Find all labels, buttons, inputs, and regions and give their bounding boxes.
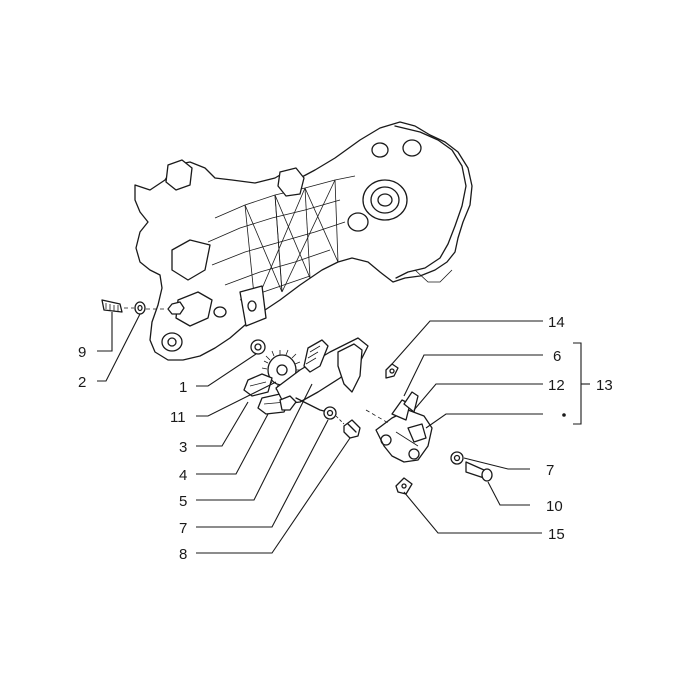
leader-4 xyxy=(196,413,269,475)
part-8-screw xyxy=(343,419,361,439)
callout-7-right: 7 xyxy=(546,462,554,479)
part-9-bolt xyxy=(101,299,123,313)
leader-2 xyxy=(97,313,141,382)
part-12-bracket xyxy=(375,391,433,463)
bracket-13 xyxy=(573,342,582,425)
leader-5 xyxy=(196,383,313,501)
part-10-bolt xyxy=(465,461,493,482)
part-14-clip xyxy=(385,363,399,379)
leader-13-dot xyxy=(562,413,566,417)
callout-2: 2 xyxy=(78,374,86,391)
leader-10 xyxy=(487,481,530,506)
leader-11 xyxy=(196,381,277,417)
leader-14 xyxy=(391,320,543,365)
leader-15 xyxy=(403,491,542,534)
callout-14: 14 xyxy=(548,314,565,331)
callout-11: 11 xyxy=(170,409,186,426)
callout-labels: 9 2 1 11 3 4 5 7 8 14 6 12 13 7 10 15 xyxy=(78,314,613,563)
callout-10: 10 xyxy=(546,498,563,515)
leader-lines xyxy=(97,312,590,554)
part-3-pinion xyxy=(243,373,273,397)
leader-12 xyxy=(413,383,543,411)
assembly-axis-center xyxy=(335,415,345,425)
leader-8 xyxy=(196,437,351,554)
assembly-axis-left xyxy=(124,307,166,310)
part-5-lever xyxy=(275,337,369,415)
leader-7b xyxy=(463,457,530,470)
assembly-axis-right xyxy=(365,409,391,425)
part-15-clip xyxy=(395,477,413,495)
crankcase-housing xyxy=(134,121,473,361)
part-7-washer-right xyxy=(450,451,464,465)
leader-3 xyxy=(196,401,249,447)
part-1-washer xyxy=(250,339,266,355)
callout-6: 6 xyxy=(553,348,561,365)
callout-5: 5 xyxy=(179,493,187,510)
part-7-washer-center xyxy=(323,406,337,420)
callout-8: 8 xyxy=(179,546,187,563)
leader-9 xyxy=(97,312,113,352)
leader-6 xyxy=(403,354,543,397)
callout-3: 3 xyxy=(179,439,187,456)
callout-9: 9 xyxy=(78,344,86,361)
callout-15: 15 xyxy=(548,526,565,543)
leader-13-pointer xyxy=(425,413,543,429)
callout-13: 13 xyxy=(596,377,613,394)
callout-7: 7 xyxy=(179,520,187,537)
part-2-washer xyxy=(134,301,146,315)
part-2-nut xyxy=(167,301,185,315)
callout-12: 12 xyxy=(548,377,565,394)
callout-1: 1 xyxy=(179,379,187,396)
leader-1 xyxy=(196,353,257,387)
leader-7a xyxy=(196,419,329,528)
callout-4: 4 xyxy=(179,467,187,484)
